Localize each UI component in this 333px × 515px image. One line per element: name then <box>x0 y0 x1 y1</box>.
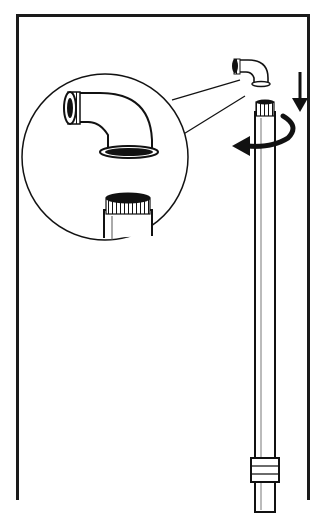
instruction-panel-frame <box>16 14 310 500</box>
elbow-fitting <box>232 58 271 88</box>
pipe-thread-detail <box>103 192 153 240</box>
vertical-pipe <box>250 99 280 513</box>
straight-arrow-down-icon <box>292 72 308 112</box>
elbow-fitting-detail <box>63 91 159 159</box>
curved-rotation-arrow-icon <box>232 113 296 156</box>
detail-magnifier-circle <box>21 73 189 241</box>
callout-leader-lines <box>171 79 246 136</box>
